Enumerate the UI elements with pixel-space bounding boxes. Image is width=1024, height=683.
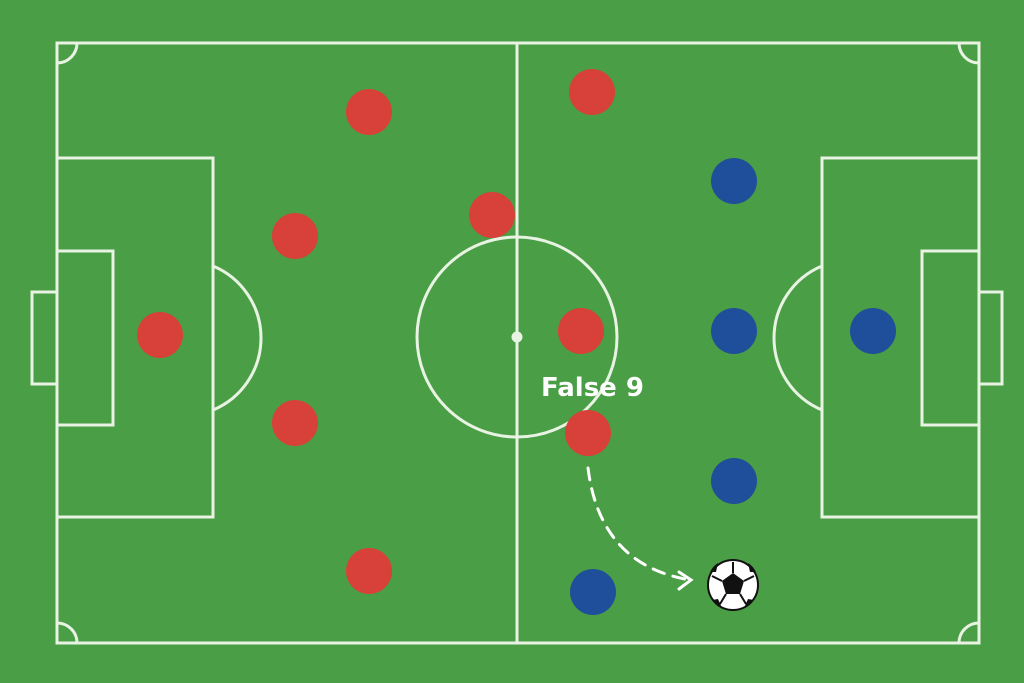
red-player-fullback <box>346 89 392 135</box>
arrow-icon <box>677 570 694 591</box>
right-penalty-arc <box>772 264 823 412</box>
left-goal <box>30 290 59 386</box>
corner-arc-top-right <box>957 42 980 65</box>
blue-player-defender <box>711 458 757 504</box>
red-player-midfielder <box>469 192 515 238</box>
red-player-fullback <box>346 548 392 594</box>
blue-player-defender <box>711 308 757 354</box>
run-path <box>586 466 692 582</box>
pitch-markings <box>30 41 1004 645</box>
false-9-label: False 9 <box>541 373 644 403</box>
center-circle <box>415 235 619 439</box>
players <box>137 69 896 615</box>
blue-player-goalkeeper <box>850 308 896 354</box>
red-player-forward <box>558 308 604 354</box>
corner-arc-bottom-left <box>56 621 79 644</box>
red-player-goalkeeper <box>137 312 183 358</box>
red-player-winger <box>569 69 615 115</box>
center-spot <box>511 331 523 343</box>
red-player-defender <box>272 400 318 446</box>
red-player-defender <box>272 213 318 259</box>
blue-player-defender <box>711 158 757 204</box>
soccer-ball-icon <box>707 559 759 611</box>
red-player-false-9 <box>565 410 611 456</box>
blue-player-defender <box>570 569 616 615</box>
left-penalty-arc <box>212 264 263 412</box>
right-goal <box>977 290 1004 386</box>
corner-arc-bottom-right <box>957 621 980 644</box>
corner-arc-top-left <box>56 42 79 65</box>
false-9-run <box>586 466 694 591</box>
